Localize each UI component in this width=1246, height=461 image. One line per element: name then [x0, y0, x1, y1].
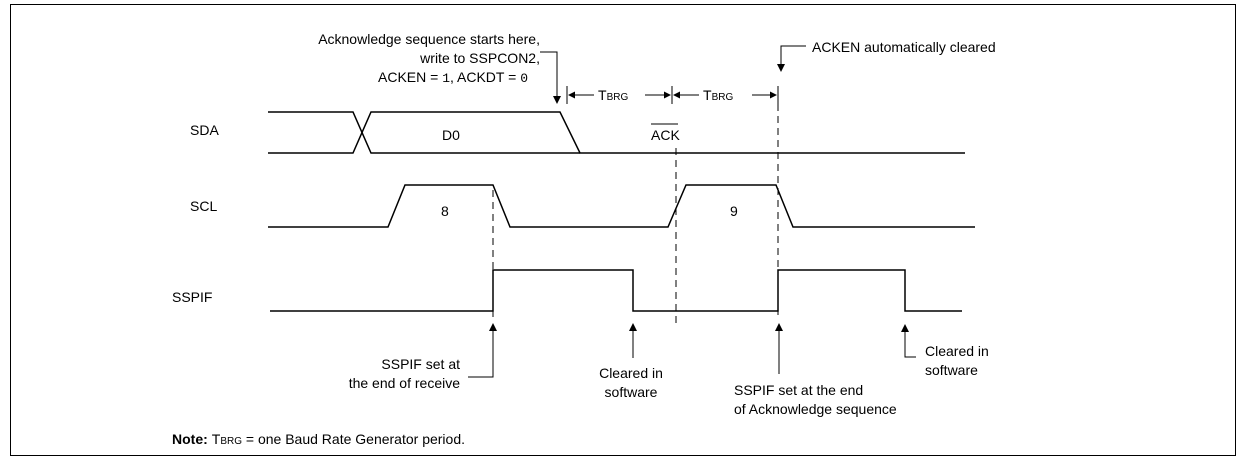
ack-start-arrowhead [553, 96, 561, 104]
cleared-software-2-arrowhead [901, 324, 909, 332]
ack-start-line1: Acknowledge sequence starts here, [318, 31, 540, 47]
note: Note:TBRG = one Baud Rate Generator peri… [172, 431, 465, 447]
sspif-set-receive-arrowhead [489, 323, 497, 331]
ack-label: ACK [651, 127, 680, 143]
tbrg-1-left-arrowhead [568, 91, 575, 99]
sspif-set-receive-line1: SSPIF set at [381, 356, 460, 372]
ack-start-line3: ACKEN = 1, ACKDT = 0 [378, 69, 528, 86]
cleared-software-2-leader [904, 332, 916, 358]
tbrg-1-right-arrowhead [664, 91, 671, 99]
scl-label: SCL [190, 198, 217, 214]
scl-waveform [268, 184, 975, 228]
data-bit-label: D0 [442, 127, 460, 143]
sda-waveform [268, 111, 965, 154]
sspif-set-receive-leader [468, 331, 494, 378]
clock-9-label: 9 [730, 203, 738, 219]
acken-cleared-label: ACKEN automatically cleared [812, 39, 996, 55]
sspif-waveform [270, 269, 962, 312]
cleared-software-1-arrowhead [629, 323, 637, 331]
ack-start-leader [540, 51, 558, 96]
cleared-software-2-line1: Cleared in [925, 343, 989, 359]
sspif-set-ack-line2: of Acknowledge sequence [734, 401, 897, 417]
sspif-label: SSPIF [172, 289, 212, 305]
clock-8-label: 8 [441, 203, 449, 219]
acken-cleared-arrowhead [777, 64, 785, 72]
tbrg-2-left-arrowhead [673, 91, 680, 99]
ack-start-line2: write to SSPCON2, [419, 50, 540, 66]
tbrg-2-right-arrowhead [770, 91, 777, 99]
sspif-set-ack-arrowhead [775, 323, 783, 331]
tbrg-1-label: TBRG [598, 87, 628, 103]
sspif-set-ack-line1: SSPIF set at the end [734, 382, 863, 398]
cleared-software-1-line2: software [605, 384, 658, 400]
cleared-software-1-line1: Cleared in [599, 365, 663, 381]
sda-label: SDA [190, 122, 219, 138]
diagram-frame [10, 4, 1236, 456]
sspif-set-receive-line2: the end of receive [349, 375, 461, 391]
tbrg-2-label: TBRG [703, 87, 733, 103]
cleared-software-2-line2: software [925, 362, 978, 378]
acken-cleared-leader [780, 45, 806, 64]
